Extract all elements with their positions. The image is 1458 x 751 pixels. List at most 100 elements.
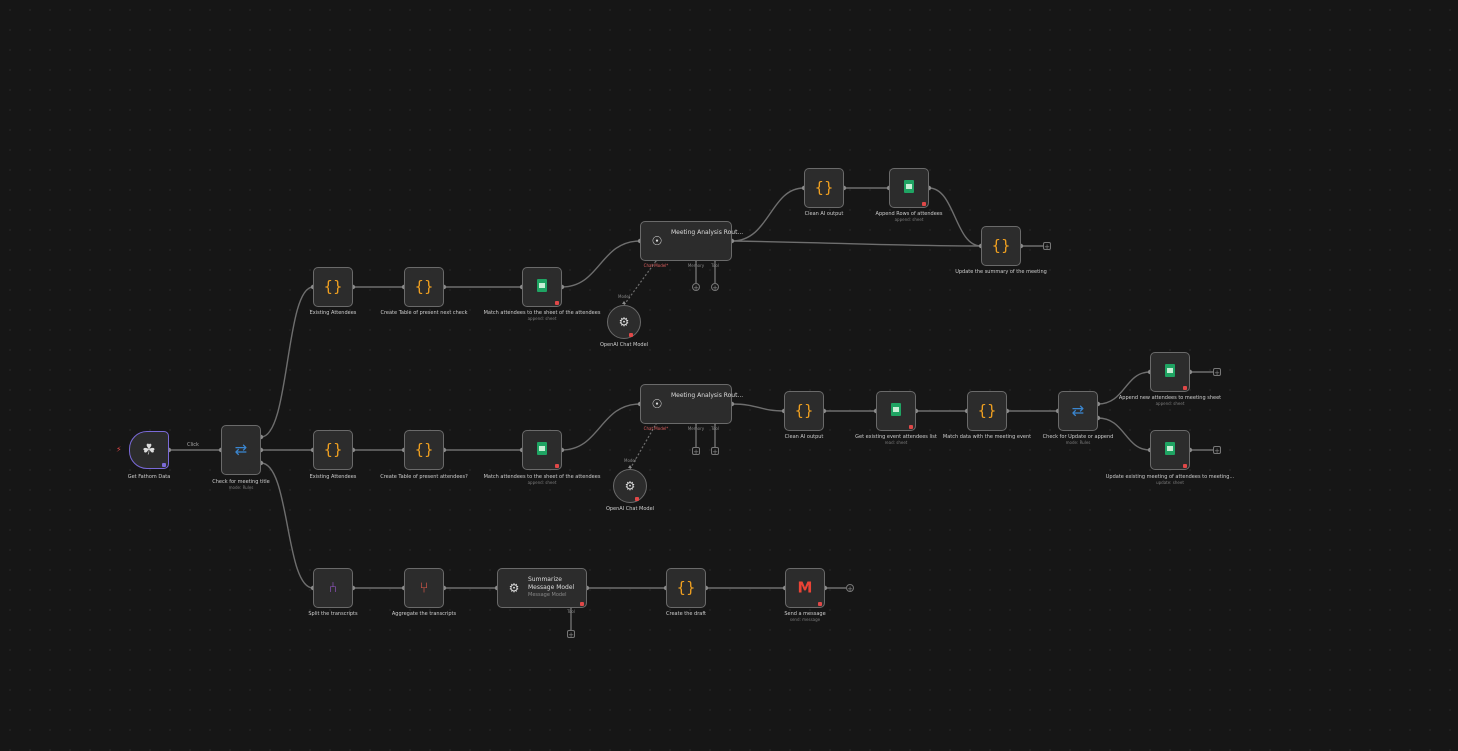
memory-port-mid: Memory: [687, 426, 705, 431]
gmail-icon: M: [797, 578, 813, 597]
aggregate-icon: ⑂: [419, 578, 429, 597]
code-icon: {}: [414, 277, 434, 296]
create-table-top-label: Create Table of present next check: [380, 310, 468, 316]
add-node-button[interactable]: +: [1043, 242, 1051, 251]
match-attendees-mid-label: Match attendees to the sheet of the atte…: [483, 474, 601, 485]
warning-icon: [635, 497, 639, 501]
model-port-mid: Model: [623, 458, 637, 463]
clean-ai-output-label: Clean AI output: [804, 211, 844, 217]
send-message-node[interactable]: M: [785, 568, 825, 608]
chat-model-port-mid: Chat Model*: [643, 426, 669, 431]
code-icon: {}: [814, 178, 834, 197]
code-icon: {}: [414, 440, 434, 459]
aggregate-transcripts-label: Aggregate the transcripts: [391, 611, 457, 617]
clean-ai-output-mid-label: Clean AI output: [784, 434, 824, 440]
update-summary-label: Update the summary of the meeting: [955, 269, 1047, 275]
google-sheets-icon: [537, 279, 547, 295]
check-update-append-node[interactable]: ⇄: [1058, 391, 1098, 431]
code-icon: {}: [977, 401, 997, 420]
create-draft-node[interactable]: {}: [666, 568, 706, 608]
match-data-node[interactable]: {}: [967, 391, 1007, 431]
create-draft-label: Create the draft: [666, 611, 706, 617]
add-tool-button[interactable]: +: [567, 630, 575, 639]
summarize-sublabel: Message Model: [528, 592, 567, 598]
google-sheets-icon: [904, 180, 914, 196]
warning-icon: [555, 301, 559, 305]
tool-port-summarize: Tool: [567, 609, 575, 614]
openai-icon: ⚙: [508, 581, 520, 595]
switch-icon: ⇄: [1071, 401, 1085, 420]
split-transcripts-node[interactable]: ⑃: [313, 568, 353, 608]
add-node-button[interactable]: +: [1213, 368, 1221, 377]
openai-chat-model-mid-node[interactable]: ⚙: [613, 469, 647, 503]
openai-icon: ⚙: [624, 479, 636, 493]
warning-icon: [922, 202, 926, 206]
check-meeting-title-node[interactable]: ⇄: [221, 425, 261, 475]
robot-icon: ☉: [651, 397, 663, 411]
update-summary-node[interactable]: {}: [981, 226, 1021, 266]
split-icon: ⑃: [328, 578, 338, 597]
existing-attendees-top-label: Existing Attendees: [309, 310, 357, 316]
meeting-agent-mid-node[interactable]: ☉ Meeting Analysis Rout...: [640, 384, 743, 424]
add-node-button[interactable]: +: [846, 584, 854, 593]
get-existing-attendees-node[interactable]: [876, 391, 916, 431]
code-icon: {}: [323, 440, 343, 459]
trigger-bolt-icon: ⚡: [116, 445, 122, 454]
fathom-webhook-trigger[interactable]: ☘: [129, 431, 169, 469]
add-tool-button[interactable]: +: [711, 447, 719, 456]
create-table-mid-label: Create Table of present attendees?: [380, 474, 468, 480]
google-sheets-icon: [537, 442, 547, 458]
append-new-attendees-node[interactable]: [1150, 352, 1190, 392]
meeting-agent-top-node[interactable]: ☉ Meeting Analysis Rout...: [640, 221, 743, 261]
match-attendees-top-node[interactable]: [522, 267, 562, 307]
match-attendees-mid-node[interactable]: [522, 430, 562, 470]
add-memory-button[interactable]: +: [692, 447, 700, 456]
update-existing-node[interactable]: [1150, 430, 1190, 470]
warning-icon: [818, 602, 822, 606]
trigger-label: Get Fathom Data: [127, 474, 171, 480]
match-attendees-top-label: Match attendees to the sheet of the atte…: [483, 310, 601, 321]
update-existing-label: Update existing meeting of attendees to …: [1105, 474, 1235, 485]
append-rows-top-node[interactable]: [889, 168, 929, 208]
openai-icon: ⚙: [618, 315, 630, 329]
chat-model-port-top: Chat Model*: [643, 263, 669, 268]
model-port-top: Model: [617, 294, 631, 299]
warning-icon: [629, 333, 633, 337]
openai-chat-model-top-node[interactable]: ⚙: [607, 305, 641, 339]
add-memory-button[interactable]: +: [692, 283, 700, 292]
create-table-top-node[interactable]: {}: [404, 267, 444, 307]
warning-icon: [555, 464, 559, 468]
switch-icon: ⇄: [234, 440, 248, 459]
meeting-agent-top-title: Meeting Analysis Rout...: [671, 229, 744, 236]
tool-port-mid: Tool: [711, 426, 719, 431]
warning-icon: [580, 602, 584, 606]
clean-ai-output-mid-node[interactable]: {}: [784, 391, 824, 431]
code-icon: {}: [676, 578, 696, 597]
warning-icon: [1183, 386, 1187, 390]
trigger-edge-label: Click: [187, 442, 199, 448]
trigger-badge: [162, 463, 166, 467]
tool-port-top: Tool: [711, 263, 719, 268]
clean-ai-output-node[interactable]: {}: [804, 168, 844, 208]
add-node-button[interactable]: +: [1213, 446, 1221, 455]
create-table-mid-node[interactable]: {}: [404, 430, 444, 470]
add-tool-button[interactable]: +: [711, 283, 719, 292]
warning-icon: [909, 425, 913, 429]
existing-attendees-mid-node[interactable]: {}: [313, 430, 353, 470]
openai-chat-model-top-label: OpenAI Chat Model: [599, 342, 649, 348]
google-sheets-icon: [1165, 364, 1175, 380]
existing-attendees-top-node[interactable]: {}: [313, 267, 353, 307]
webhook-icon: ☘: [142, 440, 156, 459]
existing-attendees-mid-label: Existing Attendees: [309, 474, 357, 480]
aggregate-transcripts-node[interactable]: ⑂: [404, 568, 444, 608]
